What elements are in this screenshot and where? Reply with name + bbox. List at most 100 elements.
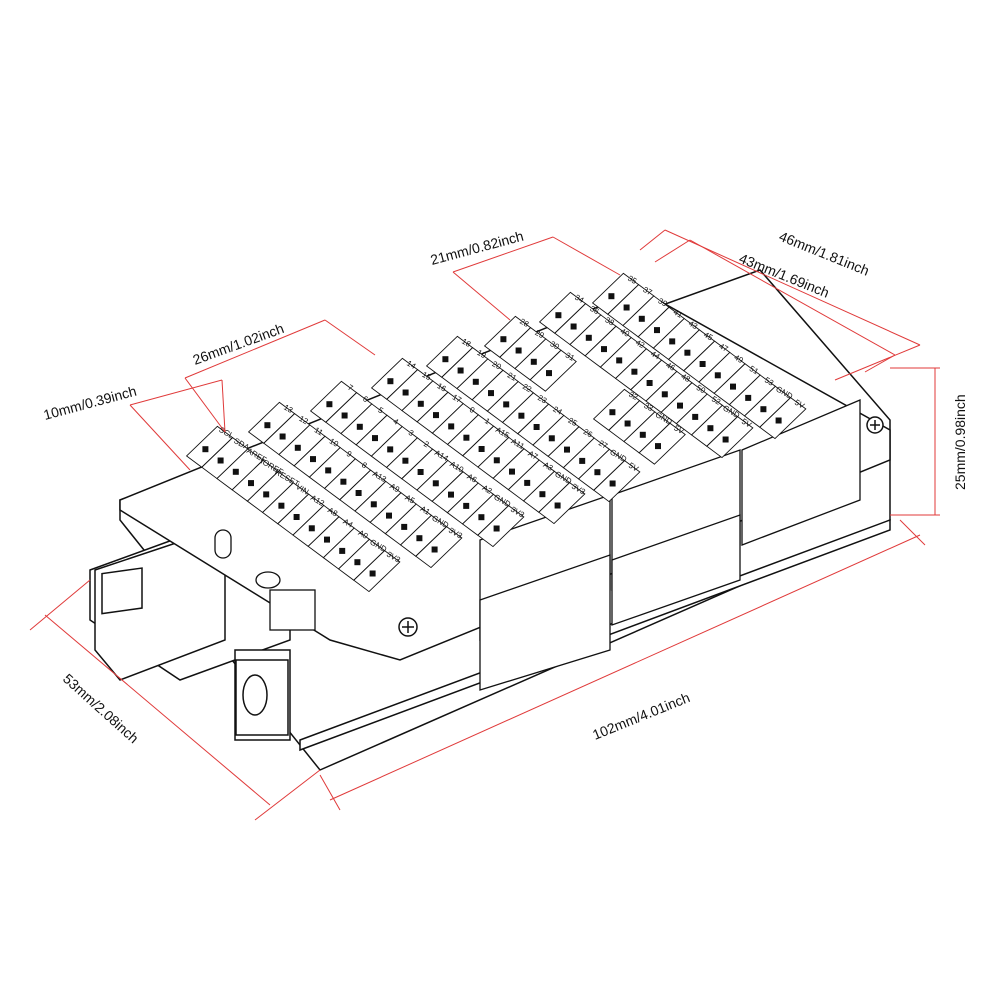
screw-icon xyxy=(457,367,464,374)
pin-label: 9 xyxy=(345,449,354,459)
screw-icon xyxy=(623,304,630,311)
screw-icon xyxy=(478,514,485,521)
pin-label: 4 xyxy=(392,417,401,427)
screw-icon xyxy=(325,467,332,474)
screw-icon xyxy=(775,417,782,424)
screw-icon xyxy=(431,546,438,553)
screw-icon xyxy=(387,378,394,385)
dim-length: 102mm/4.01inch xyxy=(590,689,692,743)
pin-label: 7 xyxy=(346,383,355,393)
screw-icon xyxy=(341,412,348,419)
screw-icon xyxy=(570,323,577,330)
screw-icon xyxy=(639,431,646,438)
screw-icon xyxy=(493,457,500,464)
screw-icon xyxy=(601,346,607,353)
pin-label: A4 xyxy=(341,517,354,530)
screw-icon xyxy=(472,378,479,385)
terminal-30: 30 xyxy=(514,338,562,381)
dim-middle-block: 21mm/0.82inch xyxy=(429,228,526,268)
screw-icon xyxy=(217,457,224,464)
screw-icon xyxy=(278,502,285,509)
terminal-a13: A13 xyxy=(339,469,388,512)
pin-label: A6 xyxy=(465,472,478,485)
terminal-a2: A2 xyxy=(446,482,495,525)
pin-label: 3 xyxy=(407,428,416,438)
screw-icon xyxy=(730,383,736,390)
screw-icon xyxy=(546,370,552,377)
screw-icon xyxy=(608,293,615,300)
screw-icon xyxy=(308,525,315,532)
screw-icon xyxy=(402,389,409,396)
screw-icon xyxy=(714,372,721,379)
female-headers xyxy=(479,399,861,691)
screw-icon xyxy=(248,480,254,487)
screw-icon xyxy=(594,469,601,476)
terminal-3v3: 3V3 xyxy=(538,482,587,525)
screw-icon xyxy=(416,535,423,542)
screw-icon xyxy=(463,434,470,441)
terminal-32: 32 xyxy=(592,388,641,431)
screw-icon xyxy=(372,435,378,442)
terminal-41: 41 xyxy=(637,306,685,349)
pin-label: A8 xyxy=(326,506,339,519)
screw-icon xyxy=(530,358,537,365)
screw-icon xyxy=(515,347,522,354)
terminal-a6: A6 xyxy=(431,471,479,514)
screw-icon xyxy=(324,536,330,543)
screw-icon xyxy=(677,402,683,409)
screw-icon xyxy=(699,361,706,367)
terminal-3v3: 3V3 xyxy=(477,505,526,548)
screw-icon xyxy=(616,357,623,364)
terminal-44: 44 xyxy=(614,348,663,391)
screw-icon xyxy=(402,457,409,464)
terminal-a14: A14 xyxy=(401,448,450,491)
dim-pitch: 10mm/0.39inch xyxy=(42,383,139,423)
terminal-3v3: 3V3 xyxy=(415,526,464,569)
pin-label: A3 xyxy=(542,460,555,473)
screw-icon xyxy=(340,478,347,485)
pin-label: A0 xyxy=(357,528,370,541)
terminal-28: 28 xyxy=(483,315,532,358)
screw-icon xyxy=(370,501,377,508)
screw-icon xyxy=(503,401,510,408)
power-jack xyxy=(235,659,289,736)
screw-icon xyxy=(631,368,638,375)
pin-label: A5 xyxy=(403,493,416,506)
screw-icon xyxy=(401,523,408,530)
screw-icon xyxy=(661,391,668,398)
screw-icon xyxy=(579,457,586,464)
screw-icon xyxy=(279,433,286,440)
screw-icon xyxy=(500,336,507,343)
screw-icon xyxy=(463,502,470,509)
terminal-26: 26 xyxy=(547,426,595,469)
led xyxy=(214,529,232,559)
screw-icon xyxy=(493,525,500,532)
screw-icon xyxy=(555,312,562,319)
screw-icon xyxy=(624,420,631,427)
screw-icon xyxy=(692,413,699,420)
screw-icon xyxy=(354,559,361,566)
terminal-34: 34 xyxy=(538,291,587,334)
screw-icon xyxy=(564,446,570,453)
pin-label: 2 xyxy=(422,439,431,449)
terminal-31: 31 xyxy=(529,349,577,392)
mounting-screw-icon xyxy=(398,416,884,637)
screw-icon xyxy=(442,356,449,363)
screw-icon xyxy=(745,394,752,401)
terminal-5v: 5V xyxy=(706,416,754,459)
screw-icon xyxy=(518,412,525,419)
screw-icon xyxy=(655,443,661,450)
dim-height: 25mm/0.98inch xyxy=(952,394,968,490)
dim-left-block: 26mm/1.02inch xyxy=(191,320,286,368)
dimension-lines xyxy=(29,229,940,821)
screw-icon xyxy=(310,456,316,463)
screw-icon xyxy=(417,400,424,407)
screw-icon xyxy=(369,570,376,577)
screw-icon xyxy=(548,435,555,442)
screw-icon xyxy=(524,479,531,486)
screw-icon xyxy=(646,380,653,386)
screw-icon xyxy=(264,422,271,429)
screw-icon xyxy=(760,406,767,413)
